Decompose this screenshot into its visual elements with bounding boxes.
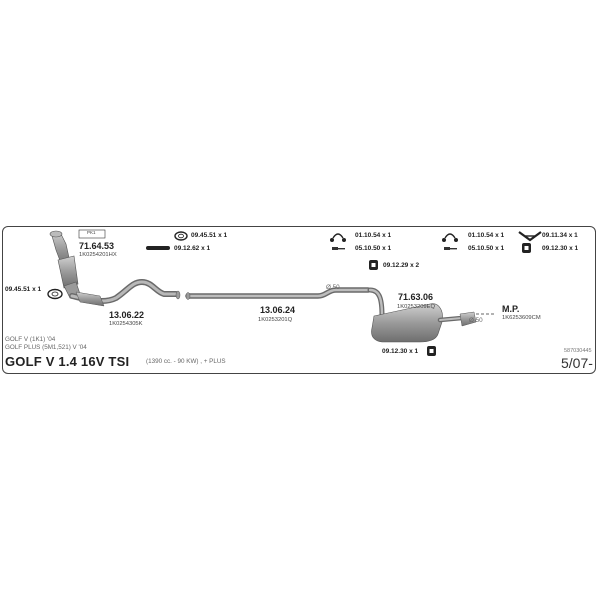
bolt-icon (332, 247, 345, 250)
box-label: PK1 (87, 230, 96, 235)
gasket-icon (47, 288, 63, 300)
hardware-label: 01.10.54 x 1 (468, 232, 505, 239)
hardware-label: 05.10.50 x 1 (468, 245, 505, 252)
engine-spec: (1390 cc. - 90 KW) , + PLUS (146, 358, 226, 365)
bolt-icon (444, 247, 457, 250)
hardware-label: 09.45.51 x 1 (191, 232, 228, 239)
hardware-label: 09.12.30 x 1 (382, 348, 419, 355)
middle-pipe (185, 287, 371, 300)
vehicle-line-1: GOLF V (1K1) '04 (5, 336, 56, 343)
hardware-label: 09.12.30 x 1 (542, 245, 579, 252)
part-number-13-06-22: 13.06.22 (109, 310, 145, 320)
clamp-icon (330, 233, 346, 242)
hardware-label: 09.11.34 x 1 (542, 232, 578, 239)
hardware-label: 09.12.29 x 2 (383, 262, 420, 269)
diameter-label: Ø 50 (326, 284, 340, 291)
part-number-13-06-24: 13.06.24 (260, 305, 296, 315)
oem-number-13-06-24: 1K0253201Q (258, 317, 293, 323)
box-icon (78, 229, 106, 239)
part-number-mp: M.P. (502, 304, 520, 314)
rubber-hanger-icon (369, 260, 378, 270)
catalog-number: 587030445 (564, 348, 592, 354)
hardware-label: 09.45.51 x 1 (5, 286, 42, 293)
diameter-label: Ø 50 (469, 317, 483, 324)
hardware-label: 05.10.50 x 1 (355, 245, 392, 252)
catalytic-converter (49, 230, 81, 299)
hardware-label: 09.12.62 x 1 (174, 245, 211, 252)
rubber-hanger-icon (427, 346, 436, 356)
vehicle-line-2: GOLF PLUS (5M1,521) V '04 (5, 344, 87, 351)
clamp-icon (442, 233, 458, 242)
oem-number-71-63-06: 1K0253209EQ (397, 304, 436, 310)
hardware-label: 01.10.54 x 1 (355, 232, 392, 239)
production-date: 5/07- (561, 355, 593, 371)
model-title: GOLF V 1.4 16V TSI (5, 354, 130, 369)
front-pipe (69, 278, 181, 307)
rear-muffler (367, 287, 477, 343)
gasket-icon (174, 231, 188, 241)
part-number-71-64-53: 71.64.53 (79, 241, 115, 251)
rubber-strip-icon (146, 246, 170, 250)
diagram-frame (2, 226, 596, 374)
oem-number-71-64-53: 1K0254201HX (79, 252, 117, 258)
rubber-hanger-icon (522, 243, 531, 253)
oem-number-mp: 1K6253609CM (502, 315, 541, 321)
part-number-71-63-06: 71.63.06 (398, 292, 434, 302)
oem-number-13-06-22: 1K0254305K (109, 321, 143, 327)
bracket-icon (518, 231, 542, 242)
